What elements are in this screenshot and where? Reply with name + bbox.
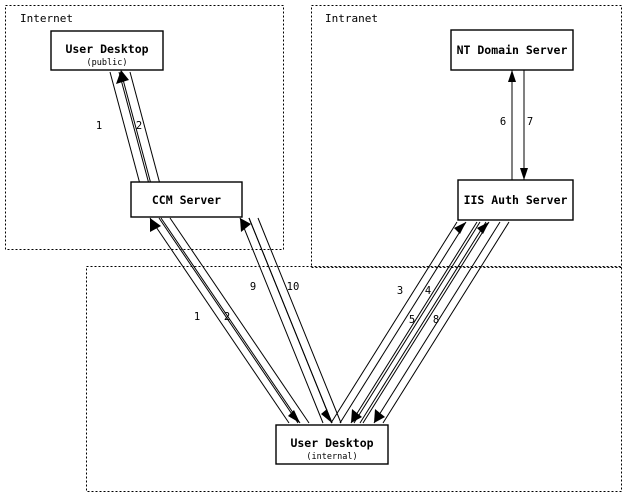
step-label-1-internal: 1 xyxy=(194,311,200,323)
node-title-user-desktop-public: User Desktop xyxy=(65,42,148,56)
node-title-iis-auth-server: IIS Auth Server xyxy=(464,193,568,207)
flow-group-internal-ccm-910 xyxy=(239,217,342,424)
flow-group-internal-iis-58 xyxy=(353,221,510,424)
node-nt-domain-server[interactable]: NT Domain Server xyxy=(450,29,574,71)
flow-line-9 xyxy=(239,217,324,424)
flow-group-iis-nt xyxy=(508,70,528,180)
arrowhead-7-to-iis-auth xyxy=(520,168,528,180)
step-label-5: 5 xyxy=(409,314,415,326)
step-label-4: 4 xyxy=(425,285,431,297)
flow-line-8 xyxy=(373,221,501,424)
zone-label-intranet: Intranet xyxy=(325,12,378,25)
node-box-iis-auth-server xyxy=(457,179,574,221)
zone-internet-boundary xyxy=(5,5,284,250)
step-label-1-public: 1 xyxy=(96,120,102,132)
step-label-9: 9 xyxy=(250,281,256,293)
arrowhead-8-to-internal xyxy=(374,409,385,423)
node-box-user-desktop-internal xyxy=(275,424,389,465)
step-label-group: 1 2 6 7 9 10 3 4 1 2 5 8 xyxy=(96,116,533,326)
node-iis-auth-server[interactable]: IIS Auth Server xyxy=(457,179,574,221)
flow-line-1-internal xyxy=(149,217,290,424)
step-label-10: 10 xyxy=(287,281,300,293)
flow-line-2b-internal xyxy=(160,217,301,424)
flow-line-2-internal xyxy=(169,217,310,424)
flow-line-10 xyxy=(257,217,342,424)
zone-intranet-boundary xyxy=(311,5,622,268)
node-title-ccm-server: CCM Server xyxy=(152,193,221,207)
flow-line-3b xyxy=(330,221,458,424)
node-box-ccm-server xyxy=(130,181,243,218)
arrowhead-6-to-nt-domain xyxy=(508,70,516,82)
flow-line-10b xyxy=(248,217,333,424)
arrowhead-2-ccm-to-public xyxy=(116,70,129,84)
arrowhead-4-to-internal xyxy=(351,409,362,423)
zone-label-internet: Internet xyxy=(20,12,73,25)
node-box-user-desktop-public xyxy=(50,30,164,71)
step-label-3: 3 xyxy=(397,285,403,297)
flow-line-4b xyxy=(359,221,487,424)
flow-line-5b xyxy=(353,221,481,424)
node-user-desktop-internal[interactable]: User Desktop (internal) xyxy=(275,424,389,465)
node-title-user-desktop-internal: User Desktop xyxy=(290,436,373,450)
flow-group-internal-iis-34 xyxy=(330,221,487,424)
step-label-2-public: 2 xyxy=(136,120,142,132)
flow-line-3 xyxy=(339,221,467,424)
flow-line-1b-internal xyxy=(158,217,299,424)
node-ccm-server[interactable]: CCM Server xyxy=(130,181,243,218)
step-label-6: 6 xyxy=(500,116,506,128)
step-label-2-internal: 2 xyxy=(224,311,230,323)
flow-line-4 xyxy=(350,221,478,424)
node-subtitle-user-desktop-internal: (internal) xyxy=(306,452,357,462)
arrowhead-10-to-internal xyxy=(321,409,332,423)
step-label-7: 7 xyxy=(527,116,533,128)
node-box-nt-domain-server xyxy=(450,29,574,71)
arrowhead-5-to-iis-auth xyxy=(477,222,489,234)
arrowhead-3-to-iis-auth xyxy=(454,222,466,234)
flow-line-8b xyxy=(382,221,510,424)
arrowhead-2-ccm-to-internal xyxy=(288,410,300,423)
arrowhead-1-internal-to-ccm xyxy=(150,218,161,232)
flow-line-5 xyxy=(362,221,490,424)
flow-group-internal-ccm-12 xyxy=(149,217,310,424)
arrowhead-9-to-ccm xyxy=(240,218,251,232)
step-label-8: 8 xyxy=(433,314,439,326)
node-title-nt-domain-server: NT Domain Server xyxy=(457,43,568,57)
node-user-desktop-public[interactable]: User Desktop (public) xyxy=(50,30,164,71)
node-subtitle-user-desktop-public: (public) xyxy=(87,58,128,68)
